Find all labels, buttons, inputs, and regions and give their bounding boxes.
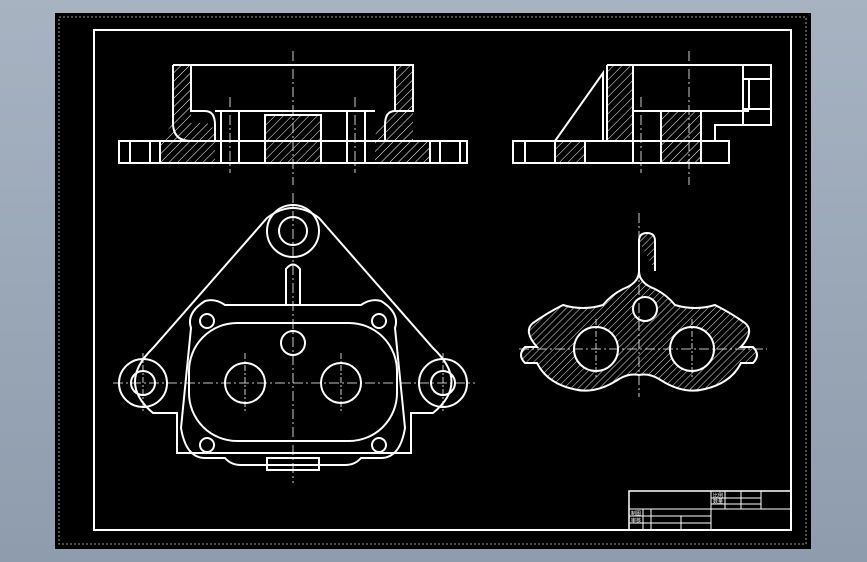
title-block xyxy=(628,490,792,531)
title-block-quantity-label: 数量 xyxy=(713,498,723,505)
title-block-checked-label: 审核 xyxy=(631,517,641,524)
outer-dashed-border xyxy=(58,16,807,545)
front-section-view xyxy=(118,51,468,185)
drawing-frame xyxy=(93,29,792,531)
title-block-scale-label: 比例 xyxy=(713,492,723,499)
top-view xyxy=(113,193,475,483)
cad-viewport[interactable]: 比例 数量 制图 审核 xyxy=(55,13,811,549)
title-block-drawn-label: 制图 xyxy=(631,510,641,517)
cross-section-view xyxy=(519,213,767,397)
side-section-view xyxy=(512,51,772,185)
cad-drawing: 比例 数量 制图 审核 xyxy=(58,16,807,545)
